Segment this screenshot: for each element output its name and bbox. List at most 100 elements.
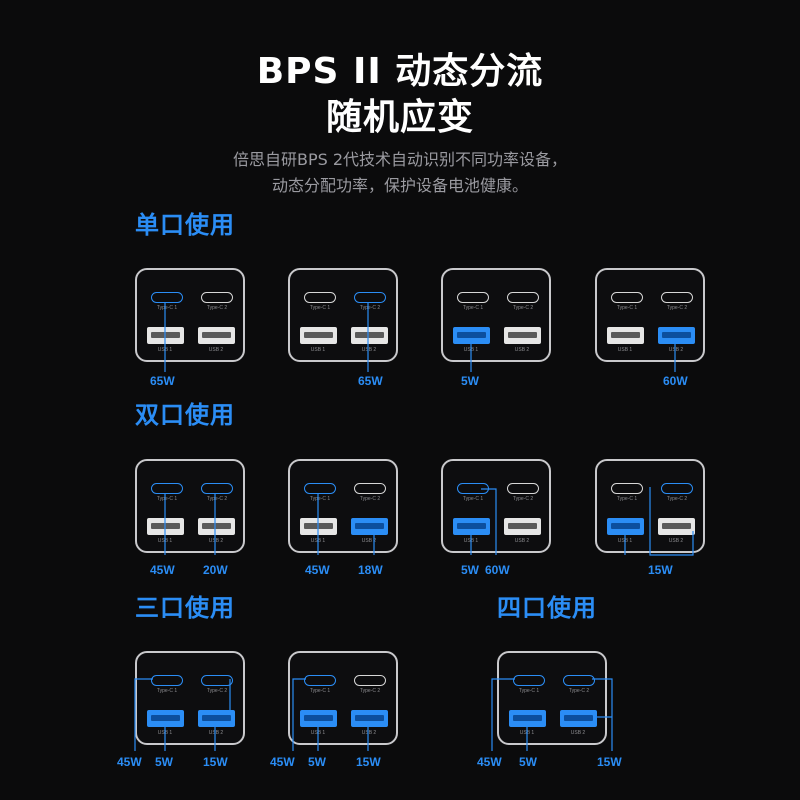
type-c-port-1 <box>304 292 336 303</box>
charger-1: Type-C 1 Type-C 2 USB 1 USB 2 <box>135 268 245 362</box>
type-c-port-2 <box>201 292 233 303</box>
wattage-label: 5W <box>308 755 326 769</box>
usb-port-2 <box>560 710 597 727</box>
type-c-port-2 <box>354 483 386 494</box>
usb-port-2 <box>504 518 541 535</box>
port-label: USB 2 <box>361 730 377 736</box>
usb-port-1 <box>147 710 184 727</box>
port-label: Type-C 1 <box>616 496 638 502</box>
charger-5: Type-C 1 Type-C 2 USB 1 USB 2 <box>135 459 245 553</box>
type-c-port-1 <box>611 292 643 303</box>
port-label: Type-C 1 <box>156 496 178 502</box>
port-label: USB 1 <box>617 347 633 353</box>
wattage-label: 45W <box>117 755 142 769</box>
usb-port-1 <box>300 327 337 344</box>
port-label: Type-C 1 <box>462 496 484 502</box>
title-line-2: 随机应变 <box>325 97 474 138</box>
type-c-port-2 <box>661 292 693 303</box>
port-label: Type-C 2 <box>206 305 228 311</box>
wattage-label: 45W <box>305 563 330 577</box>
usb-port-2 <box>658 518 695 535</box>
wattage-label: 15W <box>648 563 673 577</box>
section-quad: 四口使用 <box>497 594 597 622</box>
subtitle-line-1: 倍思自研BPS 2代技术自动识别不同功率设备， <box>232 150 568 169</box>
port-label: USB 1 <box>157 730 173 736</box>
port-label: Type-C 1 <box>156 305 178 311</box>
type-c-port-2 <box>507 292 539 303</box>
type-c-port-2 <box>563 675 595 686</box>
usb-port-1 <box>509 710 546 727</box>
port-label: USB 1 <box>463 347 479 353</box>
port-label: Type-C 2 <box>512 496 534 502</box>
port-label: USB 1 <box>310 730 326 736</box>
port-label: Type-C 2 <box>359 496 381 502</box>
type-c-port-2 <box>354 675 386 686</box>
section-single: 单口使用 <box>135 211 235 239</box>
type-c-port-1 <box>304 675 336 686</box>
port-label: USB 2 <box>668 538 684 544</box>
port-label: Type-C 1 <box>518 688 540 694</box>
wattage-label: 60W <box>663 374 688 388</box>
port-label: Type-C 2 <box>206 496 228 502</box>
port-label: USB 2 <box>208 347 224 353</box>
usb-port-1 <box>607 327 644 344</box>
wattage-label: 65W <box>358 374 383 388</box>
port-label: USB 2 <box>570 730 586 736</box>
port-label: Type-C 1 <box>309 688 331 694</box>
wattage-label: 45W <box>477 755 502 769</box>
subtitle-line-2: 动态分配功率，保护设备电池健康。 <box>271 176 528 195</box>
type-c-port-1 <box>304 483 336 494</box>
port-label: USB 1 <box>463 538 479 544</box>
wattage-label: 5W <box>155 755 173 769</box>
port-label: USB 2 <box>208 730 224 736</box>
section-dual: 双口使用 <box>135 401 235 429</box>
port-label: Type-C 2 <box>359 688 381 694</box>
type-c-port-2 <box>507 483 539 494</box>
wattage-label: 15W <box>356 755 381 769</box>
wattage-label: 5W <box>461 374 479 388</box>
usb-port-1 <box>300 710 337 727</box>
charger-10: Type-C 1 Type-C 2 USB 1 USB 2 <box>288 651 398 745</box>
port-label: USB 1 <box>617 538 633 544</box>
port-label: Type-C 1 <box>156 688 178 694</box>
usb-port-2 <box>198 518 235 535</box>
port-label: Type-C 2 <box>512 305 534 311</box>
type-c-port-1 <box>151 483 183 494</box>
port-label: USB 1 <box>310 347 326 353</box>
port-label: USB 1 <box>157 347 173 353</box>
type-c-port-1 <box>611 483 643 494</box>
port-label: Type-C 2 <box>206 688 228 694</box>
usb-port-2 <box>351 710 388 727</box>
wattage-label: 20W <box>203 563 228 577</box>
type-c-port-1 <box>513 675 545 686</box>
port-label: USB 1 <box>157 538 173 544</box>
port-label: USB 2 <box>361 347 377 353</box>
port-label: USB 2 <box>514 538 530 544</box>
port-label: Type-C 1 <box>309 305 331 311</box>
port-label: Type-C 1 <box>462 305 484 311</box>
usb-port-1 <box>300 518 337 535</box>
port-label: USB 2 <box>668 347 684 353</box>
wattage-label: 5W <box>461 563 479 577</box>
type-c-port-2 <box>661 483 693 494</box>
usb-port-1 <box>147 518 184 535</box>
type-c-port-1 <box>457 292 489 303</box>
port-label: USB 2 <box>208 538 224 544</box>
wattage-label: 45W <box>270 755 295 769</box>
charger-7: Type-C 1 Type-C 2 USB 1 USB 2 <box>441 459 551 553</box>
type-c-port-1 <box>151 292 183 303</box>
port-label: Type-C 1 <box>309 496 331 502</box>
port-label: USB 2 <box>514 347 530 353</box>
port-label: USB 2 <box>361 538 377 544</box>
usb-port-2 <box>198 710 235 727</box>
type-c-port-1 <box>457 483 489 494</box>
wattage-label: 60W <box>485 563 510 577</box>
usb-port-2 <box>351 327 388 344</box>
charger-3: Type-C 1 Type-C 2 USB 1 USB 2 <box>441 268 551 362</box>
title-line-1: BPS II 动态分流 <box>256 51 544 92</box>
